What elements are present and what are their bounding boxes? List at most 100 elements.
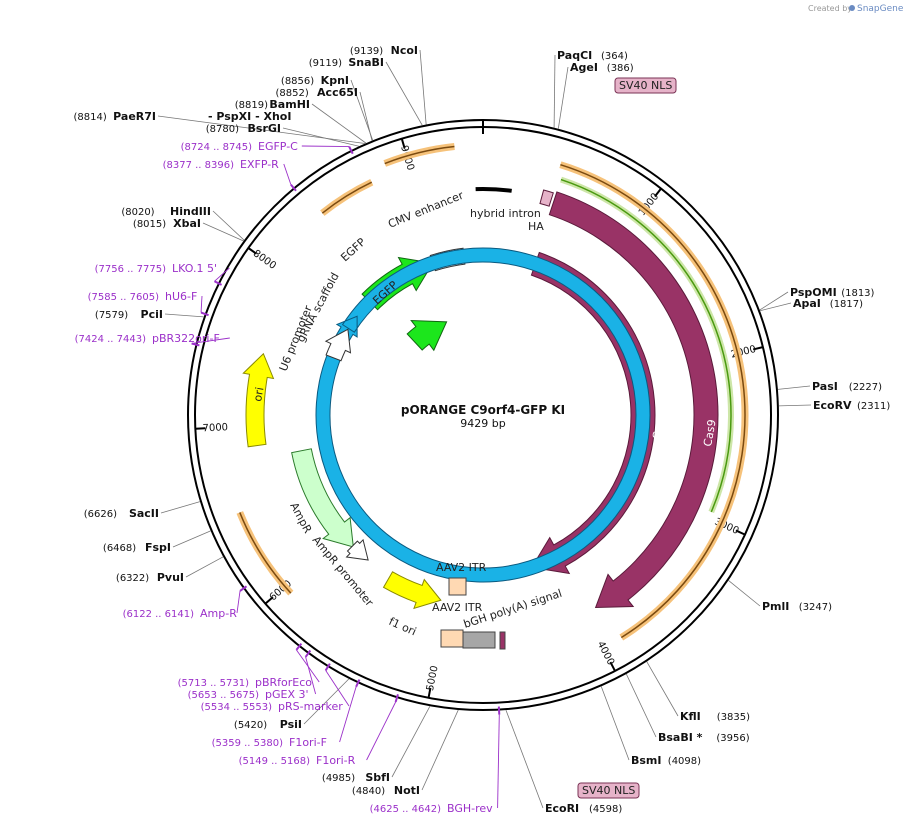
orange-track (320, 179, 374, 216)
site-leader (385, 61, 423, 126)
tick-mark (609, 661, 616, 672)
tick-mark (654, 187, 662, 198)
site-position: (6468) (103, 543, 136, 554)
site-position: (8814) (74, 112, 107, 123)
egfp-inner-arrow (406, 319, 448, 352)
site-name: HindIII (170, 205, 211, 218)
tick-mark (247, 247, 258, 255)
primer-name: LKO.1 5' (172, 262, 217, 275)
primer-name: EXFP-R (240, 158, 279, 171)
site-position: (4098) (668, 756, 701, 767)
site-name: Acc65I (317, 86, 358, 99)
site-name: ApaI (793, 297, 821, 310)
site-leader (759, 291, 789, 311)
primer-name: F1ori-R (316, 754, 356, 767)
ori-label: ori (251, 386, 266, 402)
site-position: (8020) (121, 207, 154, 218)
sv40-nls-bottom-label: SV40 NLS (582, 784, 635, 797)
primer-leader (214, 267, 230, 282)
primer-leader (236, 590, 241, 614)
site-name: PsiI (280, 718, 302, 731)
site-position: (2311) (857, 401, 890, 412)
primer-mark (324, 663, 331, 671)
hybrid-intron-label: hybrid intron (470, 207, 541, 220)
tick-label: 8000 (251, 248, 278, 272)
site-name: EcoRI (545, 802, 579, 815)
primer-mark (304, 649, 312, 658)
cmv-enhancer-label: CMV enhancer (386, 189, 465, 231)
site-name: KflI (680, 710, 701, 723)
primer-range: (6122 .. 6141) (123, 609, 195, 620)
egfp-outer-label: EGFP (338, 235, 368, 264)
site-position: (6626) (84, 509, 117, 520)
primer-name: pBR322ori-F (152, 332, 220, 345)
ori-arrow (242, 352, 275, 448)
site-name: PaeR7I (113, 110, 156, 123)
site-position: (1817) (830, 299, 863, 310)
site-leader (505, 709, 544, 809)
ampr-promoter-label: AmpR promoter (310, 534, 376, 610)
site-name: AgeI (570, 61, 598, 74)
site-position: (4598) (589, 804, 622, 815)
primer-name: EGFP-C (258, 140, 298, 153)
primer-name: F1ori-F (289, 736, 327, 749)
site-leader (759, 302, 792, 312)
green-track (560, 178, 732, 513)
primer-marks (191, 146, 501, 715)
site-name: NotI (394, 784, 420, 797)
site-position: (4840) (352, 786, 385, 797)
site-position: (3956) (716, 733, 749, 744)
site-leader (553, 54, 556, 128)
site-name: BsaBI * (658, 731, 703, 744)
snapgene-logo-icon (849, 5, 855, 11)
site-leader (172, 530, 211, 548)
site-leader (646, 661, 679, 717)
site-leader (778, 404, 812, 407)
ampr-promoter-arrow (345, 538, 369, 561)
site-leader (625, 673, 657, 738)
site-name: PspOMI (790, 286, 837, 299)
primer-mark (348, 146, 354, 155)
site-extra: - PspXI - XhoI (208, 110, 291, 123)
aav2-itr-box-2 (440, 629, 464, 648)
site-position: (364) (601, 51, 628, 62)
site-position: (3835) (717, 712, 750, 723)
f1-ori-arrow (382, 571, 442, 610)
site-leader (728, 580, 761, 607)
site-name: NcoI (391, 44, 418, 57)
primer-leader (366, 701, 397, 761)
site-name: PaqCI (557, 49, 592, 62)
primer-leader (200, 295, 203, 313)
primer-range: (5713 .. 5731) (178, 678, 250, 689)
primer-mark (239, 585, 248, 592)
site-position: (8780) (206, 124, 239, 135)
primer-name: pGEX 3' (265, 688, 309, 701)
site-name: BsrGI (248, 122, 281, 135)
site-name: KpnI (321, 74, 349, 87)
site-name: SnaBI (348, 56, 384, 69)
site-position: (6322) (116, 573, 149, 584)
credit-prefix: Created by (808, 4, 852, 13)
ha-label: HA (528, 220, 544, 233)
site-position: (5420) (234, 720, 267, 731)
primer-name: BGH-rev (447, 802, 493, 815)
site-name: BsmI (631, 754, 662, 767)
aav2-itr-label-2: AAV2 ITR (432, 601, 483, 614)
site-labels: (9139)NcoI(9119)SnaBI(8856)KpnI(8852)Acc… (74, 44, 891, 815)
u6-promoter-label: U6 promoter (277, 303, 315, 373)
tick-label: 5000 (425, 665, 441, 692)
site-name: SacII (129, 507, 159, 520)
credit-brand: SnapGene (857, 4, 904, 14)
bgh-box (462, 631, 496, 649)
aav2-itr-label-1: AAV2 ITR (436, 561, 487, 574)
site-leader (202, 222, 244, 242)
primer-labels: (8724 .. 8745)EGFP-C(8377 .. 8396)EXFP-R… (75, 140, 494, 815)
primer-mark (191, 342, 200, 347)
primer-range: (5359 .. 5380) (212, 738, 284, 749)
site-leader (157, 115, 366, 144)
site-leader (391, 706, 431, 778)
grna-scaffold-arrow (315, 247, 651, 583)
primer-range: (7756 .. 7775) (95, 264, 167, 275)
primer-name: hU6-F (165, 290, 197, 303)
